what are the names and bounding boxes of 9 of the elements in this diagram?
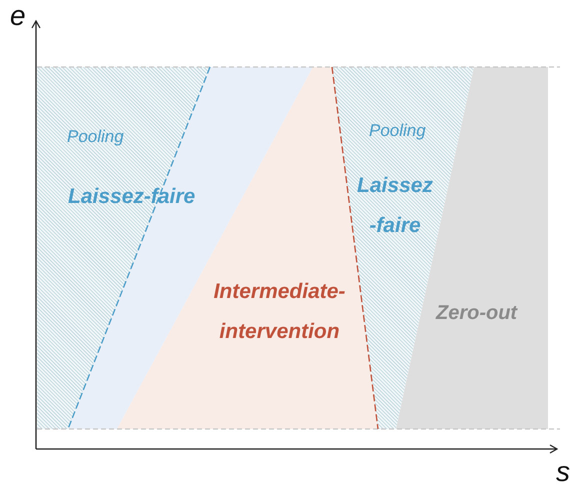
region-label: Laissez -faire (356, 173, 434, 239)
region-label: Laissez-faire (68, 184, 196, 210)
region-label: Pooling (369, 120, 427, 142)
pooling-region (37, 67, 210, 429)
region-label: Zero-out (436, 301, 519, 326)
region-label: Intermediate- intervention (212, 279, 346, 345)
axis-label: e (10, 2, 26, 30)
region-label: Pooling (67, 126, 125, 148)
axis-label: s (556, 458, 570, 486)
